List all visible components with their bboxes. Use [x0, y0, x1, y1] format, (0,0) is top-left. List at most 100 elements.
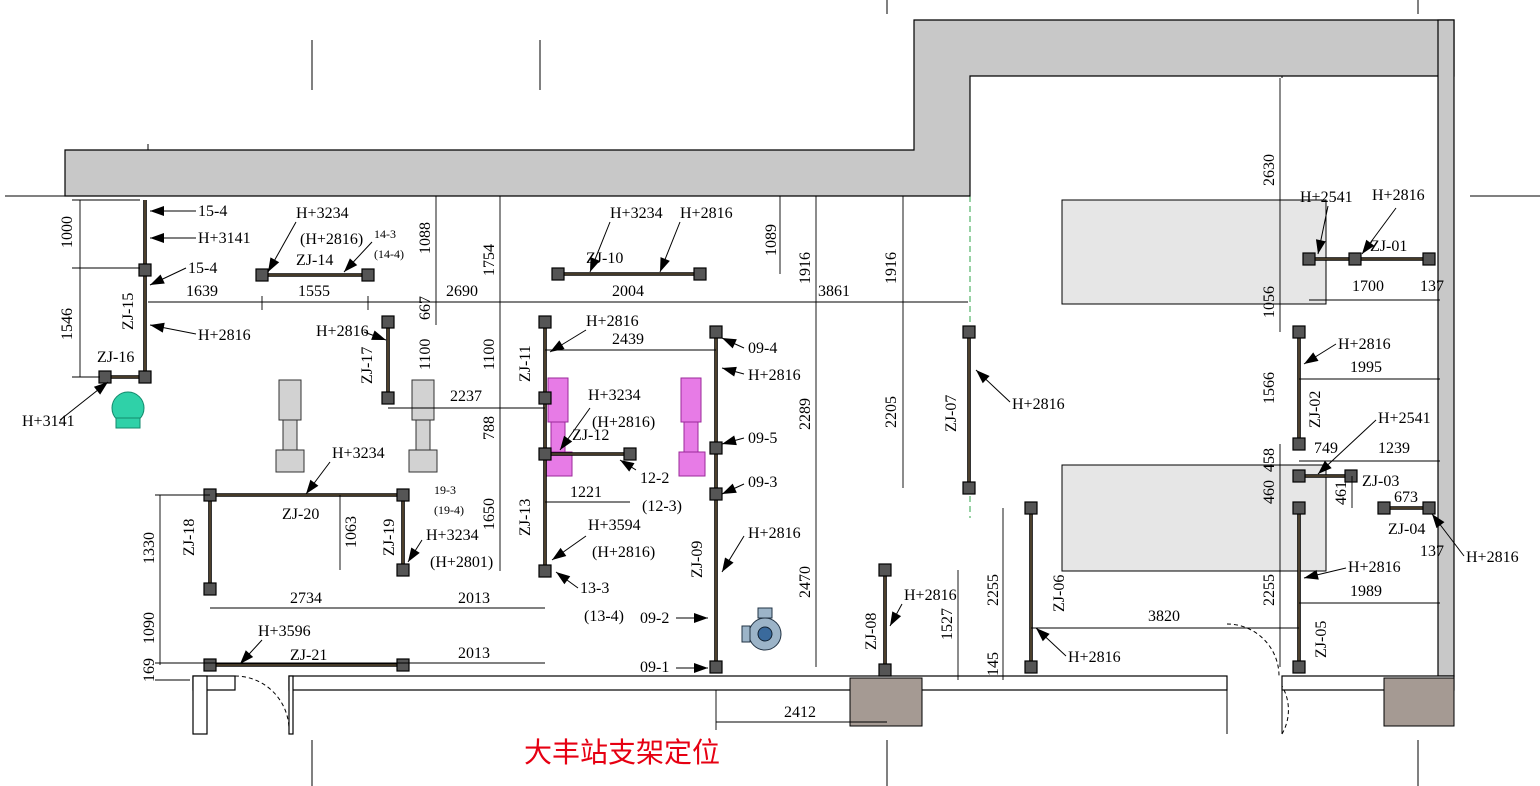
dim-2439: 2439 [612, 331, 644, 348]
dim-1000: 1000 [59, 216, 76, 248]
bottom-wall-post-left [192, 675, 208, 735]
label-zj-02: ZJ-02 [1307, 391, 1324, 428]
label-zj-15: ZJ-15 [120, 293, 137, 330]
node-09-2: 09-2 [640, 610, 669, 627]
dim-461: 461 [1333, 481, 1350, 505]
leader-arrow [150, 233, 164, 243]
support-node [1348, 252, 1362, 266]
support-node [1302, 252, 1316, 266]
dim-1239: 1239 [1378, 440, 1410, 457]
elev-2816-zj05: H+2816 [1348, 559, 1401, 576]
leader-arrow [976, 370, 990, 384]
label-zj-06: ZJ-06 [1051, 575, 1068, 612]
dim-1916a: 1916 [797, 252, 814, 284]
walls [64, 19, 1455, 735]
support-node [538, 391, 552, 405]
support-node [1422, 252, 1436, 266]
support-node [962, 481, 976, 495]
support-node [1024, 660, 1038, 674]
dim-673: 673 [1394, 489, 1418, 506]
elev-2816p-zj13: (H+2816) [592, 544, 655, 561]
support-nodes [98, 252, 1436, 677]
elev-3234-zj20: H+3234 [332, 445, 385, 462]
support-node [709, 325, 723, 339]
elevation-labels: 15-4 H+3141 15-4 H+2816 H+3141 H+3234 (H… [22, 187, 1519, 676]
dim-2289: 2289 [797, 398, 814, 430]
label-zj-19: ZJ-19 [381, 519, 398, 556]
node-19-4p: (19-4) [434, 503, 464, 517]
support-node [203, 582, 217, 596]
dim-2255a: 2255 [985, 574, 1002, 606]
elev-2816-zj02: H+2816 [1338, 336, 1391, 353]
support-node [203, 658, 217, 672]
leader-arrow [371, 330, 386, 340]
support-node [538, 447, 552, 461]
elev-2541-zj01: H+2541 [1300, 189, 1353, 206]
dim-788: 788 [481, 416, 498, 440]
node-09-4: 09-4 [748, 340, 777, 357]
label-zj-16: ZJ-16 [97, 349, 134, 366]
label-zj-09: ZJ-09 [689, 541, 706, 578]
dim-2255b: 2255 [1261, 574, 1278, 606]
support-node [396, 658, 410, 672]
dim-1546: 1546 [59, 308, 76, 340]
dim-1088: 1088 [417, 222, 434, 254]
support-node [138, 370, 152, 384]
label-zj-10: ZJ-10 [586, 250, 623, 267]
support-labels: ZJ-01 ZJ-02 ZJ-03 ZJ-04 ZJ-05 ZJ-06 ZJ-0… [97, 238, 1425, 664]
drawing-title: 大丰站支架定位 [524, 736, 720, 769]
node-14-4p: (14-4) [374, 247, 404, 261]
pump-motor-2 [408, 379, 438, 473]
dim-1916b: 1916 [883, 252, 900, 284]
support-node [1292, 501, 1306, 515]
elev-2816-zj09a: H+2816 [748, 367, 801, 384]
label-zj-13: ZJ-13 [517, 499, 534, 536]
leader-arrow [620, 460, 635, 472]
pump-pink-2 [678, 377, 706, 477]
dim-1100b: 1100 [481, 339, 498, 370]
dim-1089: 1089 [763, 224, 780, 256]
equipment-zone-upper [1061, 199, 1327, 305]
support-node [1292, 469, 1306, 483]
support-node [538, 315, 552, 329]
leader-arrow [150, 206, 164, 216]
support-node [381, 315, 395, 329]
support-node [693, 267, 707, 281]
support-node [551, 267, 565, 281]
node-09-5: 09-5 [748, 430, 777, 447]
pump-motor-1 [275, 379, 305, 473]
elev-3141-zj16: H+3141 [22, 413, 75, 430]
leader-arrow [552, 547, 567, 560]
leader-arrow [550, 340, 565, 352]
leader-arrow [408, 547, 420, 562]
dim-137a: 137 [1420, 278, 1444, 295]
dim-460: 460 [1261, 480, 1278, 504]
support-node [1344, 469, 1358, 483]
support-node [1024, 501, 1038, 515]
support-node [878, 563, 892, 577]
support-node [538, 564, 552, 578]
elev-3596-zj21: H+3596 [258, 623, 311, 640]
dim-2470: 2470 [797, 566, 814, 598]
support-node [709, 441, 723, 455]
dim-1555: 1555 [298, 283, 330, 300]
pump-blue [741, 607, 782, 651]
dim-1566: 1566 [1261, 372, 1278, 404]
elev-2801p-zj19: (H+2801) [430, 554, 493, 571]
elev-2816p-zj14: (H+2816) [300, 231, 363, 248]
column-pad-2 [1383, 677, 1455, 727]
leader-arrow [1315, 239, 1326, 254]
elev-2541-zj03: H+2541 [1378, 410, 1431, 427]
support-node [138, 263, 152, 277]
node-12-3p: (12-3) [642, 498, 682, 515]
support-node [1377, 501, 1391, 515]
dim-2734: 2734 [290, 590, 322, 607]
dim-1056: 1056 [1261, 286, 1278, 318]
elev-3234-zj19: H+3234 [426, 527, 479, 544]
column-pad-1 [849, 677, 923, 727]
elev-2816-zj07: H+2816 [1012, 396, 1065, 413]
dim-137b: 137 [1420, 543, 1444, 560]
leader-arrow [1036, 628, 1050, 642]
support-node [98, 370, 112, 384]
